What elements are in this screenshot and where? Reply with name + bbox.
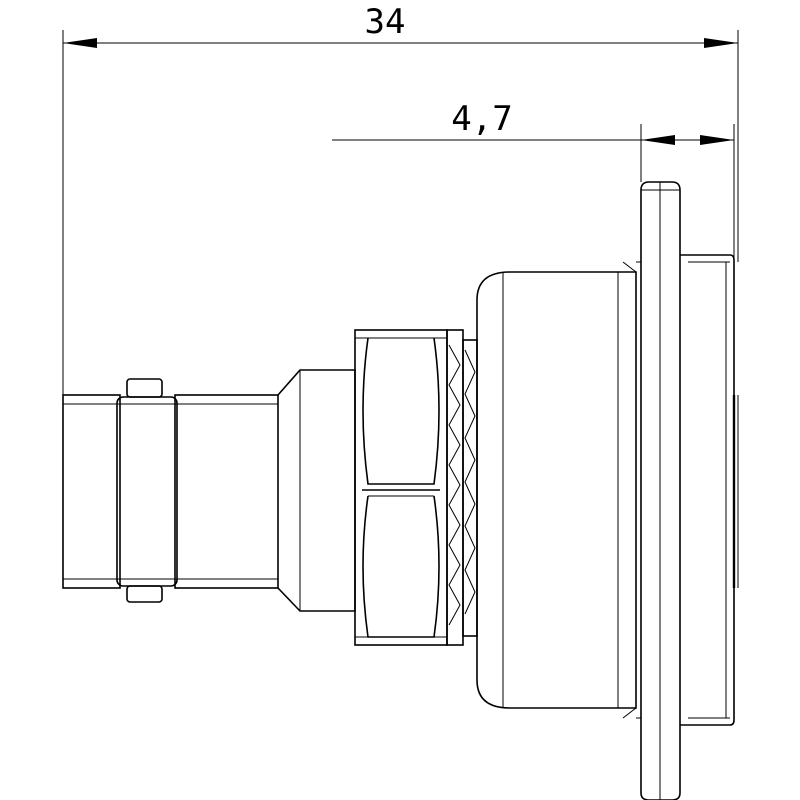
shoulder (277, 369, 356, 612)
flange-plate (640, 181, 681, 800)
housing-outline (476, 271, 637, 709)
arrow-flange-left-icon (641, 135, 675, 145)
hex-nut-outline (354, 329, 448, 646)
dimension-label-34: 34 (365, 2, 406, 42)
rear-body (680, 254, 739, 726)
shoulder-outline (277, 369, 356, 612)
dimension-flange-thickness: 4,7 (332, 99, 735, 262)
dimension-label-4-7: 4,7 (451, 99, 512, 139)
washer-outline (446, 329, 464, 646)
bayonet-pin-bottom (126, 585, 163, 603)
lock-washer (446, 329, 478, 646)
hex-nut-face-lower (362, 495, 440, 638)
hex-nut (354, 329, 448, 646)
washer-teeth (448, 344, 461, 626)
barrel-front (62, 394, 121, 589)
arrow-right-icon (704, 38, 738, 48)
dimension-overall-length: 34 (62, 2, 739, 395)
flange (636, 181, 681, 800)
barrel-rear (174, 394, 279, 589)
bayonet-pin-top (126, 378, 163, 398)
bayonet-ring (116, 396, 178, 587)
bnc-barrel (62, 378, 279, 603)
hex-nut-face-upper (362, 337, 440, 485)
arrow-left-icon (63, 38, 97, 48)
housing-body (476, 261, 637, 719)
arrow-flange-right-icon (700, 135, 734, 145)
